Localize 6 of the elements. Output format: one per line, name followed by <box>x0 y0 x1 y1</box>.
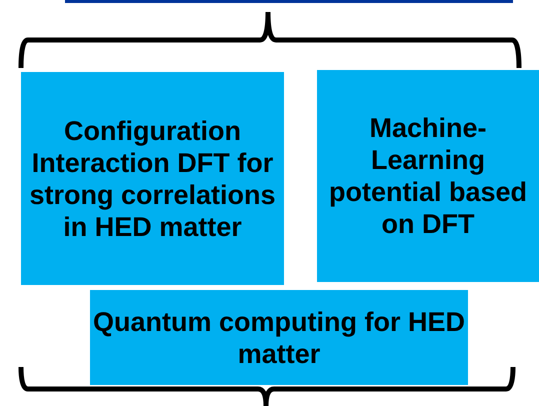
box-text: Configuration Interaction DFT for strong correlations in HED matter <box>28 114 277 242</box>
box-text: Machine-Learning potential based on DFT <box>328 112 528 240</box>
topic-box <box>90 290 468 385</box>
topic-box <box>21 72 284 285</box>
box-text: Quantum computing for HED matter <box>92 306 466 370</box>
topic-box <box>317 70 539 282</box>
